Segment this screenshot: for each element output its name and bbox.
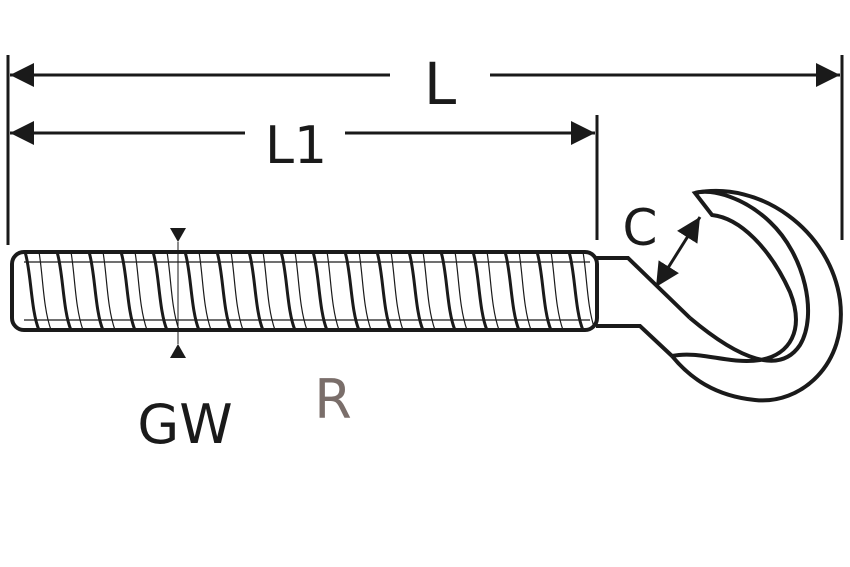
thread-root [166, 252, 180, 330]
thread-crest [567, 252, 585, 330]
thread-crest [55, 252, 73, 330]
thread-root [582, 252, 596, 330]
thread-root [358, 252, 372, 330]
label-c: C [623, 199, 658, 257]
thread-crest [23, 252, 41, 330]
thread-root [454, 252, 468, 330]
thread-crest [471, 252, 489, 330]
thread-root [326, 252, 340, 330]
thread-crest [119, 252, 137, 330]
thread-root [390, 252, 404, 330]
thread-crest [375, 252, 393, 330]
thread-root [198, 252, 212, 330]
thread-root [518, 252, 532, 330]
thread-root [422, 252, 436, 330]
label-gw: GW [137, 393, 232, 456]
thread-crest [439, 252, 457, 330]
label-l: L [424, 50, 456, 118]
thread-crest [183, 252, 201, 330]
thread-crest [247, 252, 265, 330]
thread-crest [215, 252, 233, 330]
label-r: R [314, 368, 352, 431]
thread-root [262, 252, 276, 330]
thread-root [230, 252, 244, 330]
thread-crest [343, 252, 361, 330]
thread-root [550, 252, 564, 330]
thread-crest [151, 252, 169, 330]
thread-lines [23, 252, 596, 330]
threaded-shank [10, 250, 599, 332]
thread-root [294, 252, 308, 330]
dimension-arrow-c [654, 216, 702, 288]
label-l1: L1 [265, 116, 327, 176]
thread-crest [503, 252, 521, 330]
thread-root [70, 252, 84, 330]
thread-root [134, 252, 148, 330]
thread-crest [407, 252, 425, 330]
thread-root [486, 252, 500, 330]
thread-root [38, 252, 52, 330]
thread-crest [535, 252, 553, 330]
thread-crest [311, 252, 329, 330]
hook [596, 189, 843, 403]
thread-crest [279, 252, 297, 330]
gw-arrow-top [170, 228, 186, 242]
thread-root [102, 252, 116, 330]
gw-arrow-bottom [170, 344, 186, 358]
thread-crest [87, 252, 105, 330]
